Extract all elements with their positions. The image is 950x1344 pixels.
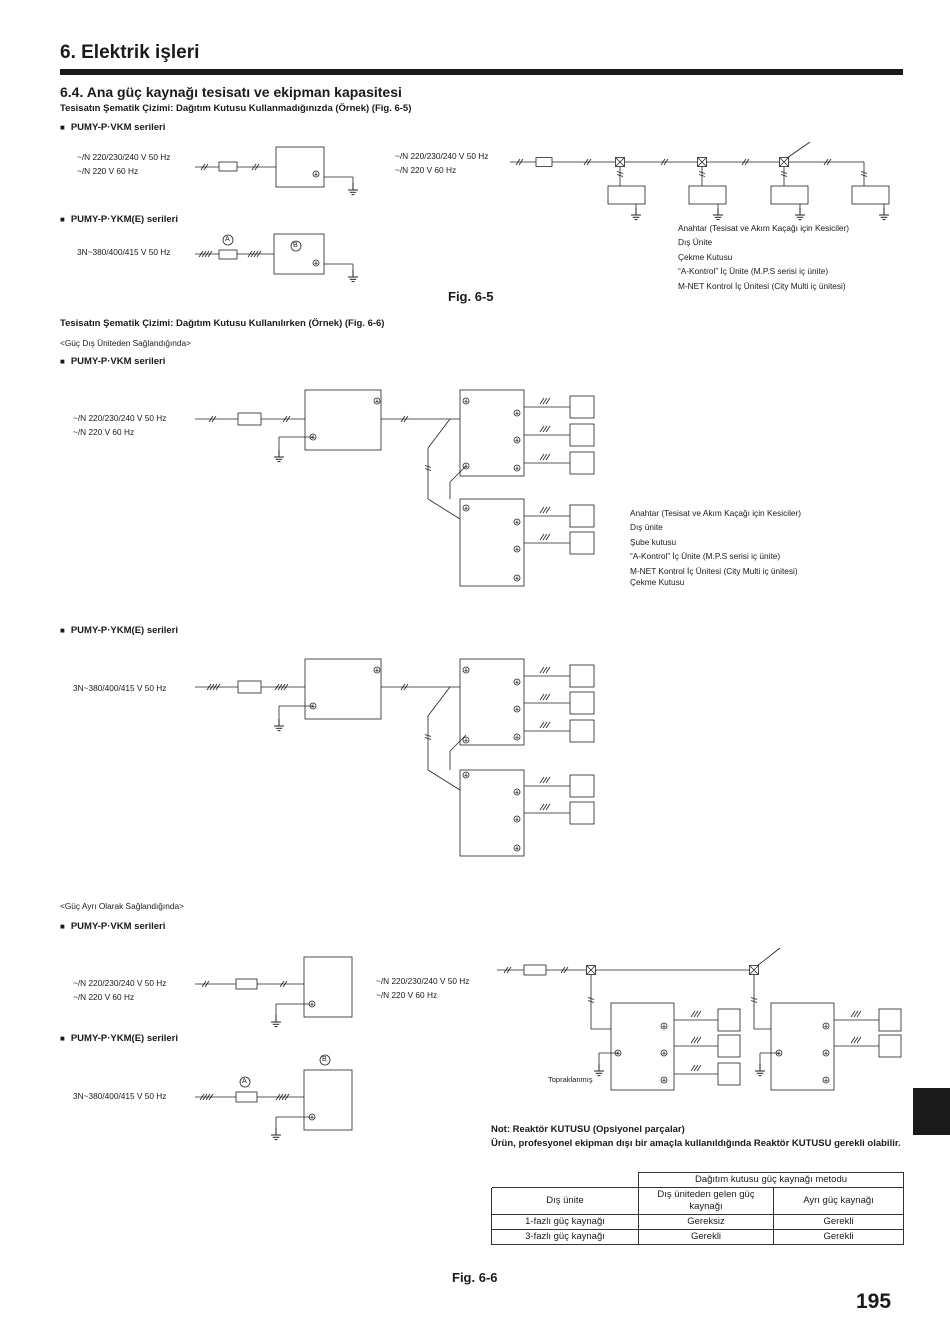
- title-rule: [60, 69, 903, 75]
- fig66-case-separate: <Güç Ayrı Olarak Sağlandığında>: [60, 901, 184, 911]
- grounded-label: Topraklanmış: [548, 1075, 593, 1084]
- fig66-supply-1ph-c: ~/N 220/230/240 V 50 Hz~/N 220 V 60 Hz: [376, 976, 470, 1000]
- table-row: 3-fazlı güç kaynağı Gerekli Gerekli: [491, 1229, 904, 1245]
- fig66-supply-1ph-b: ~/N 220/230/240 V 50 Hz~/N 220 V 60 Hz: [73, 978, 167, 1002]
- section-tab: [913, 1088, 950, 1135]
- fig66-caption: Tesisatın Şematik Çizimi: Dağıtım Kutusu…: [60, 318, 385, 329]
- marker-b: B: [322, 1056, 327, 1063]
- page-number: 195: [856, 1290, 892, 1313]
- section-title: 6. Elektrik işleri: [60, 42, 200, 63]
- subsection-title: 6.4. Ana güç kaynağı tesisatı ve ekipman…: [60, 84, 402, 100]
- marker-a: A: [225, 236, 230, 243]
- note-text: Ürün, profesyonel ekipman dışı bir amaçl…: [491, 1137, 901, 1149]
- fig65-label: Fig. 6-5: [448, 289, 494, 304]
- table-row: 1-fazlı güç kaynağı Gereksiz Gerekli: [491, 1214, 904, 1230]
- fig66-series-ykm-a: PUMY-P·YKM(E) serileri: [60, 625, 178, 636]
- marker-a: A: [242, 1078, 247, 1085]
- note-title: Not: Reaktör KUTUSU (Opsiyonel parçalar): [491, 1124, 685, 1135]
- table-col-separate: Ayrı güç kaynağı: [773, 1187, 904, 1215]
- fig66-supply-3ph-a: 3N~380/400/415 V 50 Hz: [73, 683, 167, 693]
- fig65-series-vkm: PUMY-P·VKM serileri: [60, 122, 166, 133]
- fig65-supply-1ph-b: ~/N 220/230/240 V 50 Hz~/N 220 V 60 Hz: [395, 151, 489, 175]
- fig66-supply-1ph-a: ~/N 220/230/240 V 50 Hz~/N 220 V 60 Hz: [73, 413, 167, 437]
- power-supply-table: Dağıtım kutusu güç kaynağı metodu Dış ün…: [491, 1172, 904, 1245]
- fig65-supply-3ph: 3N~380/400/415 V 50 Hz: [77, 247, 171, 257]
- fig66-series-vkm-a: PUMY-P·VKM serileri: [60, 356, 166, 367]
- fig65-supply-1ph-a: ~/N 220/230/240 V 50 Hz~/N 220 V 60 Hz: [77, 152, 171, 176]
- fig66-series-ykm-b: PUMY-P·YKM(E) serileri: [60, 1033, 178, 1044]
- marker-b: B: [293, 242, 298, 249]
- table-col-from-outdoor: Dış üniteden gelen güç kaynağı: [638, 1187, 774, 1215]
- fig65-caption: Tesisatın Şematik Çizimi: Dağıtım Kutusu…: [60, 103, 412, 114]
- fig66-series-vkm-b: PUMY-P·VKM serileri: [60, 921, 166, 932]
- fig66-label: Fig. 6-6: [452, 1270, 498, 1285]
- fig66-supply-3ph-b: 3N~380/400/415 V 50 Hz: [73, 1091, 167, 1101]
- table-corner: [491, 1172, 639, 1188]
- fig66-case-outdoor: <Güç Dış Üniteden Sağlandığında>: [60, 338, 191, 348]
- table-group-header: Dağıtım kutusu güç kaynağı metodu: [638, 1172, 904, 1188]
- table-col-unit: Dış ünite: [491, 1187, 639, 1215]
- reactor-note: Not: Reaktör KUTUSU (Opsiyonel parçalar)…: [491, 1123, 903, 1150]
- fig65-series-ykm: PUMY-P·YKM(E) serileri: [60, 214, 178, 225]
- fig65-legend: Anahtar (Tesisat ve Akım Kaçağı için Kes…: [678, 223, 850, 291]
- fig66-legend: Anahtar (Tesisat ve Akım Kaçağı için Kes…: [630, 508, 802, 588]
